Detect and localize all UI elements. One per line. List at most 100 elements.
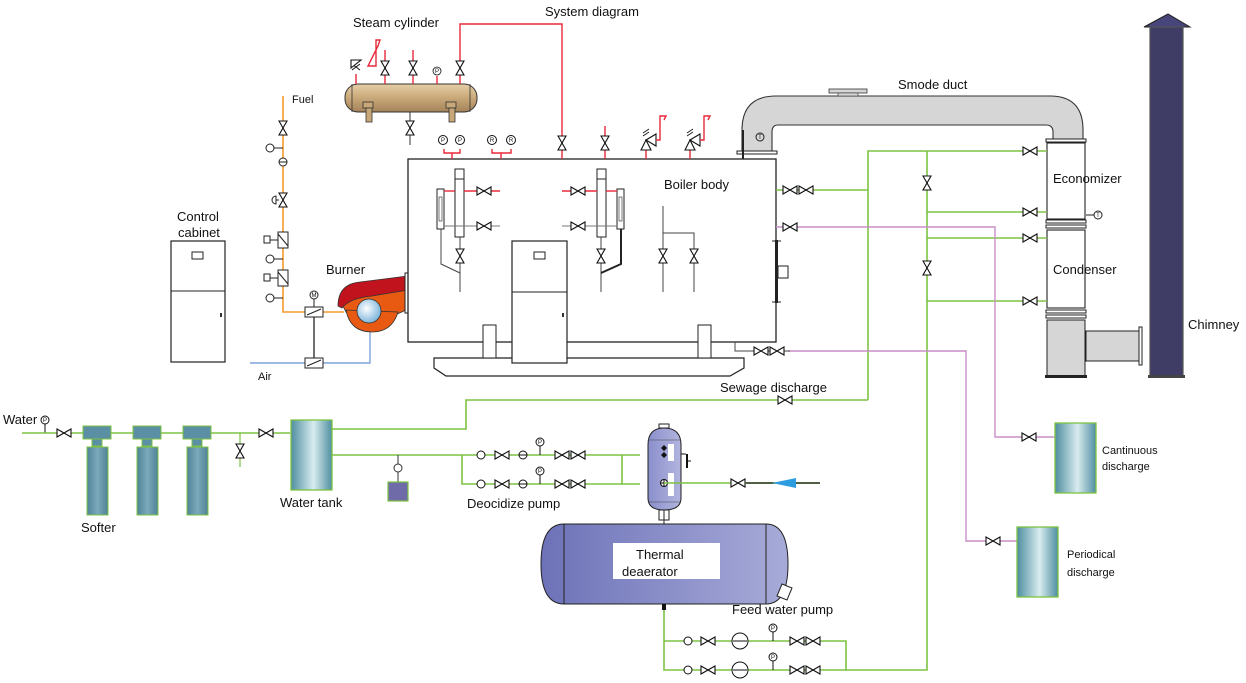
fuel-gauge-icon (265, 293, 283, 303)
deocidize-pump-label: Deocidize pump (467, 496, 560, 511)
condenser-outlet-valve-icon[interactable] (1022, 296, 1038, 306)
steam-inlet-valve-icon[interactable] (730, 478, 746, 488)
air-line (250, 332, 371, 364)
bypass-valve-icon[interactable] (922, 175, 932, 191)
solenoid-valve-icon[interactable] (263, 269, 289, 287)
condenser-inlet-valve-icon[interactable] (1022, 233, 1038, 243)
steam-valve-icon[interactable] (455, 60, 465, 76)
solenoid-valve-icon[interactable] (263, 231, 289, 249)
continuous-discharge-valve-icon[interactable] (782, 222, 798, 232)
pump-inlet-valve-icon[interactable] (494, 479, 510, 489)
svg-text:P: P (538, 469, 542, 475)
softener-1 (82, 425, 112, 516)
svg-text:P: P (458, 138, 462, 144)
feed-water-pump-group: P P (662, 604, 847, 679)
feed-valve-icon[interactable] (782, 185, 798, 195)
softer-label: Softer (81, 520, 116, 535)
economizer-outlet-valve-icon[interactable] (1022, 207, 1038, 217)
continuous-discharge-label-line2: discharge (1102, 461, 1150, 473)
boiler-top-instruments: P P R R (438, 115, 712, 159)
pressure-switch-icon (487, 135, 497, 145)
periodical-discharge-label-line1: Periodical (1067, 549, 1115, 561)
steam-valve-icon[interactable] (408, 60, 418, 76)
pressure-switch-icon (506, 135, 516, 145)
chimney-label: Chimney (1188, 317, 1240, 332)
fuel-gauge-icon (265, 254, 283, 264)
tank-inlet-valve-icon[interactable] (258, 428, 274, 438)
economizer: T (1045, 138, 1103, 229)
pump-inlet-valve-icon[interactable] (494, 450, 510, 460)
pressure-gauge-icon (768, 623, 778, 633)
filter-icon (683, 636, 693, 646)
smoke-duct: T (736, 88, 1084, 159)
water-tank-label: Water tank (280, 495, 343, 510)
feed-pump-inlet-valve-icon[interactable] (700, 665, 716, 675)
feed-pump-outlet-valve-icon[interactable] (805, 636, 821, 646)
fuel-label: Fuel (292, 94, 313, 106)
discharge-network (734, 222, 1055, 546)
svg-text:T: T (758, 135, 762, 141)
periodic-discharge-valve-icon[interactable] (769, 346, 785, 356)
deaerator-head (647, 423, 691, 524)
check-valve-icon[interactable] (554, 450, 570, 460)
steam-main-line (459, 23, 563, 135)
thermal-deaerator-label-line2: deaerator (622, 564, 678, 579)
periodic-discharge-valve-icon[interactable] (753, 346, 769, 356)
bypass-valve-icon[interactable] (922, 260, 932, 276)
steam-cylinder: P (344, 39, 478, 145)
check-valve-icon[interactable] (554, 479, 570, 489)
fuel-actuator-icon[interactable]: M (304, 290, 324, 318)
filter-icon (476, 479, 486, 489)
smoke-duct-label: Smode duct (898, 77, 968, 92)
softener-2 (132, 425, 162, 516)
condenser-label: Condenser (1053, 262, 1117, 277)
check-valve-icon[interactable] (789, 636, 805, 646)
pump-outlet-valve-icon[interactable] (570, 450, 586, 460)
continuous-discharge-tank (1054, 422, 1097, 494)
thermal-deaerator-label-line1: Thermal (636, 547, 684, 562)
vent-valve-icon[interactable] (600, 135, 610, 151)
temperature-gauge-icon (755, 132, 765, 142)
svg-text:M: M (312, 293, 317, 299)
softener-drain-valve-icon[interactable] (235, 443, 245, 459)
air-damper-icon[interactable] (304, 357, 324, 369)
water-label: Water (3, 412, 38, 427)
control-cabinet[interactable] (170, 240, 226, 363)
deocidize-pump-group: P P (332, 437, 640, 502)
fuel-line (282, 96, 320, 313)
economizer-inlet-valve-icon[interactable] (1022, 146, 1038, 156)
filter-icon (683, 665, 693, 675)
continuous-discharge-inlet-valve-icon[interactable] (1021, 432, 1037, 442)
svg-text:R: R (490, 138, 495, 144)
condenser (1045, 229, 1143, 378)
dosing-tank (387, 481, 409, 502)
svg-text:P: P (771, 655, 775, 661)
check-valve-icon[interactable] (798, 185, 814, 195)
svg-text:P: P (435, 69, 439, 75)
control-cabinet-label-line2: cabinet (178, 225, 220, 240)
boiler-body (407, 158, 789, 377)
drain-valve-icon[interactable] (405, 120, 415, 136)
svg-text:P: P (43, 418, 47, 424)
main-steam-valve-icon[interactable] (557, 135, 567, 151)
fuel-gauge-icon (265, 143, 283, 153)
sewage-valve-icon[interactable] (777, 395, 793, 405)
feed-pump-outlet-valve-icon[interactable] (805, 665, 821, 675)
pressure-gauge-icon (768, 652, 778, 662)
filter-icon (476, 450, 486, 460)
temperature-gauge-icon (1093, 210, 1103, 220)
burner-label: Burner (326, 262, 366, 277)
feed-water-pump-label: Feed water pump (732, 602, 833, 617)
periodical-discharge-tank (1016, 526, 1059, 598)
fuel-valve-icon[interactable] (278, 120, 288, 136)
thermal-deaerator (540, 523, 793, 605)
flow-direction-arrow-icon (772, 478, 796, 488)
feed-pump-inlet-valve-icon[interactable] (700, 636, 716, 646)
pump-outlet-valve-icon[interactable] (570, 479, 586, 489)
pressure-gauge-icon (535, 437, 545, 447)
check-valve-icon[interactable] (789, 665, 805, 675)
water-inlet-valve-icon[interactable] (56, 428, 72, 438)
regulator-valve-icon[interactable] (278, 192, 288, 208)
steam-valve-icon[interactable] (380, 60, 390, 76)
periodical-discharge-inlet-valve-icon[interactable] (985, 536, 1001, 546)
